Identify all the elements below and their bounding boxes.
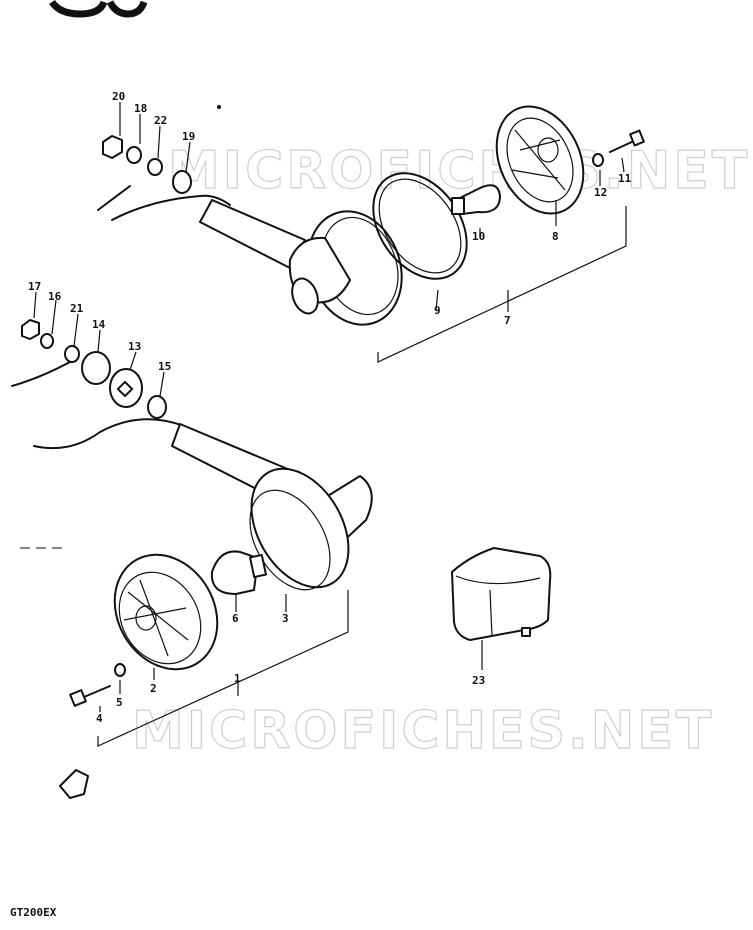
lower-turn-signal-assembly bbox=[11, 319, 373, 747]
callout-7: 7 bbox=[504, 314, 511, 327]
flasher-relay bbox=[451, 547, 552, 641]
callout-12: 12 bbox=[594, 186, 607, 199]
callout-5: 5 bbox=[116, 696, 123, 709]
lower-wire bbox=[33, 418, 185, 450]
callout-15: 15 bbox=[158, 360, 171, 373]
callout-18: 18 bbox=[134, 102, 147, 115]
callout-11: 11 bbox=[618, 172, 632, 185]
washer-16 bbox=[40, 333, 54, 349]
title-fragment bbox=[49, 0, 148, 18]
callout-10: 10 bbox=[472, 230, 485, 243]
nut-20 bbox=[102, 135, 123, 159]
callout-9: 9 bbox=[434, 304, 441, 317]
callout-21: 21 bbox=[70, 302, 84, 315]
ink-dot bbox=[217, 105, 221, 109]
watermark-bottom: MICROFICHES.NET bbox=[132, 701, 714, 761]
nut-17 bbox=[21, 319, 40, 340]
upper-lens-center bbox=[537, 137, 559, 163]
callout-6: 6 bbox=[232, 612, 239, 625]
lower-screw-shank bbox=[83, 685, 111, 698]
upper-lens-inner bbox=[506, 117, 574, 203]
callout-14: 14 bbox=[92, 318, 106, 331]
callout-8: 8 bbox=[552, 230, 559, 243]
lower-bulb-base bbox=[249, 553, 267, 579]
callout-19: 19 bbox=[182, 130, 195, 143]
lower-lens-ribs bbox=[123, 579, 189, 657]
upper-neck-end bbox=[291, 277, 319, 315]
upper-stem bbox=[199, 199, 306, 269]
callout-16: 16 bbox=[48, 290, 62, 303]
bracket-7 bbox=[377, 206, 627, 363]
callout-22: 22 bbox=[154, 114, 167, 127]
callout-23: 23 bbox=[472, 674, 485, 687]
callout-4: 4 bbox=[96, 712, 103, 725]
upper-bulb-base bbox=[451, 197, 465, 215]
relay-edges bbox=[455, 575, 541, 637]
terminal-21 bbox=[64, 345, 80, 363]
callouts: 1 2 3 4 5 6 7 8 9 10 11 12 13 14 15 16 1… bbox=[28, 90, 632, 725]
callout-1: 1 bbox=[234, 672, 241, 685]
upper-turn-signal-assembly bbox=[97, 105, 645, 363]
lower-wire-lead bbox=[11, 361, 71, 387]
callout-20: 20 bbox=[112, 90, 125, 103]
lower-washer bbox=[114, 663, 126, 677]
upper-wire-lead bbox=[97, 185, 131, 211]
upper-bulb bbox=[459, 184, 501, 215]
model-code: GT200EX bbox=[10, 906, 57, 919]
upper-screw-shank bbox=[609, 139, 637, 153]
washer-19 bbox=[172, 170, 192, 194]
callout-17: 17 bbox=[28, 280, 41, 293]
relay-body bbox=[451, 547, 552, 641]
lower-housing bbox=[250, 467, 350, 589]
upper-gasket-inner bbox=[378, 178, 462, 274]
spacer-13-hole bbox=[116, 380, 134, 398]
upper-screw-head bbox=[629, 129, 645, 147]
upper-wire bbox=[111, 194, 231, 221]
callout-2: 2 bbox=[150, 682, 157, 695]
front-arrow-icon bbox=[59, 769, 89, 799]
lower-lens-inner bbox=[118, 571, 202, 665]
grommet-14 bbox=[81, 351, 111, 385]
callout-3: 3 bbox=[282, 612, 289, 625]
watermark-top: MICROFICHES.NET bbox=[168, 141, 750, 201]
washer-18 bbox=[126, 146, 142, 164]
washer-15 bbox=[147, 395, 167, 419]
upper-lens-ribs bbox=[511, 129, 566, 191]
relay-terminal bbox=[521, 627, 531, 637]
upper-washer bbox=[592, 153, 604, 167]
terminal-22 bbox=[147, 158, 163, 176]
leader-lines bbox=[33, 102, 625, 712]
lower-screw-head bbox=[69, 689, 87, 707]
bracket-1 bbox=[97, 590, 349, 747]
callout-13: 13 bbox=[128, 340, 141, 353]
